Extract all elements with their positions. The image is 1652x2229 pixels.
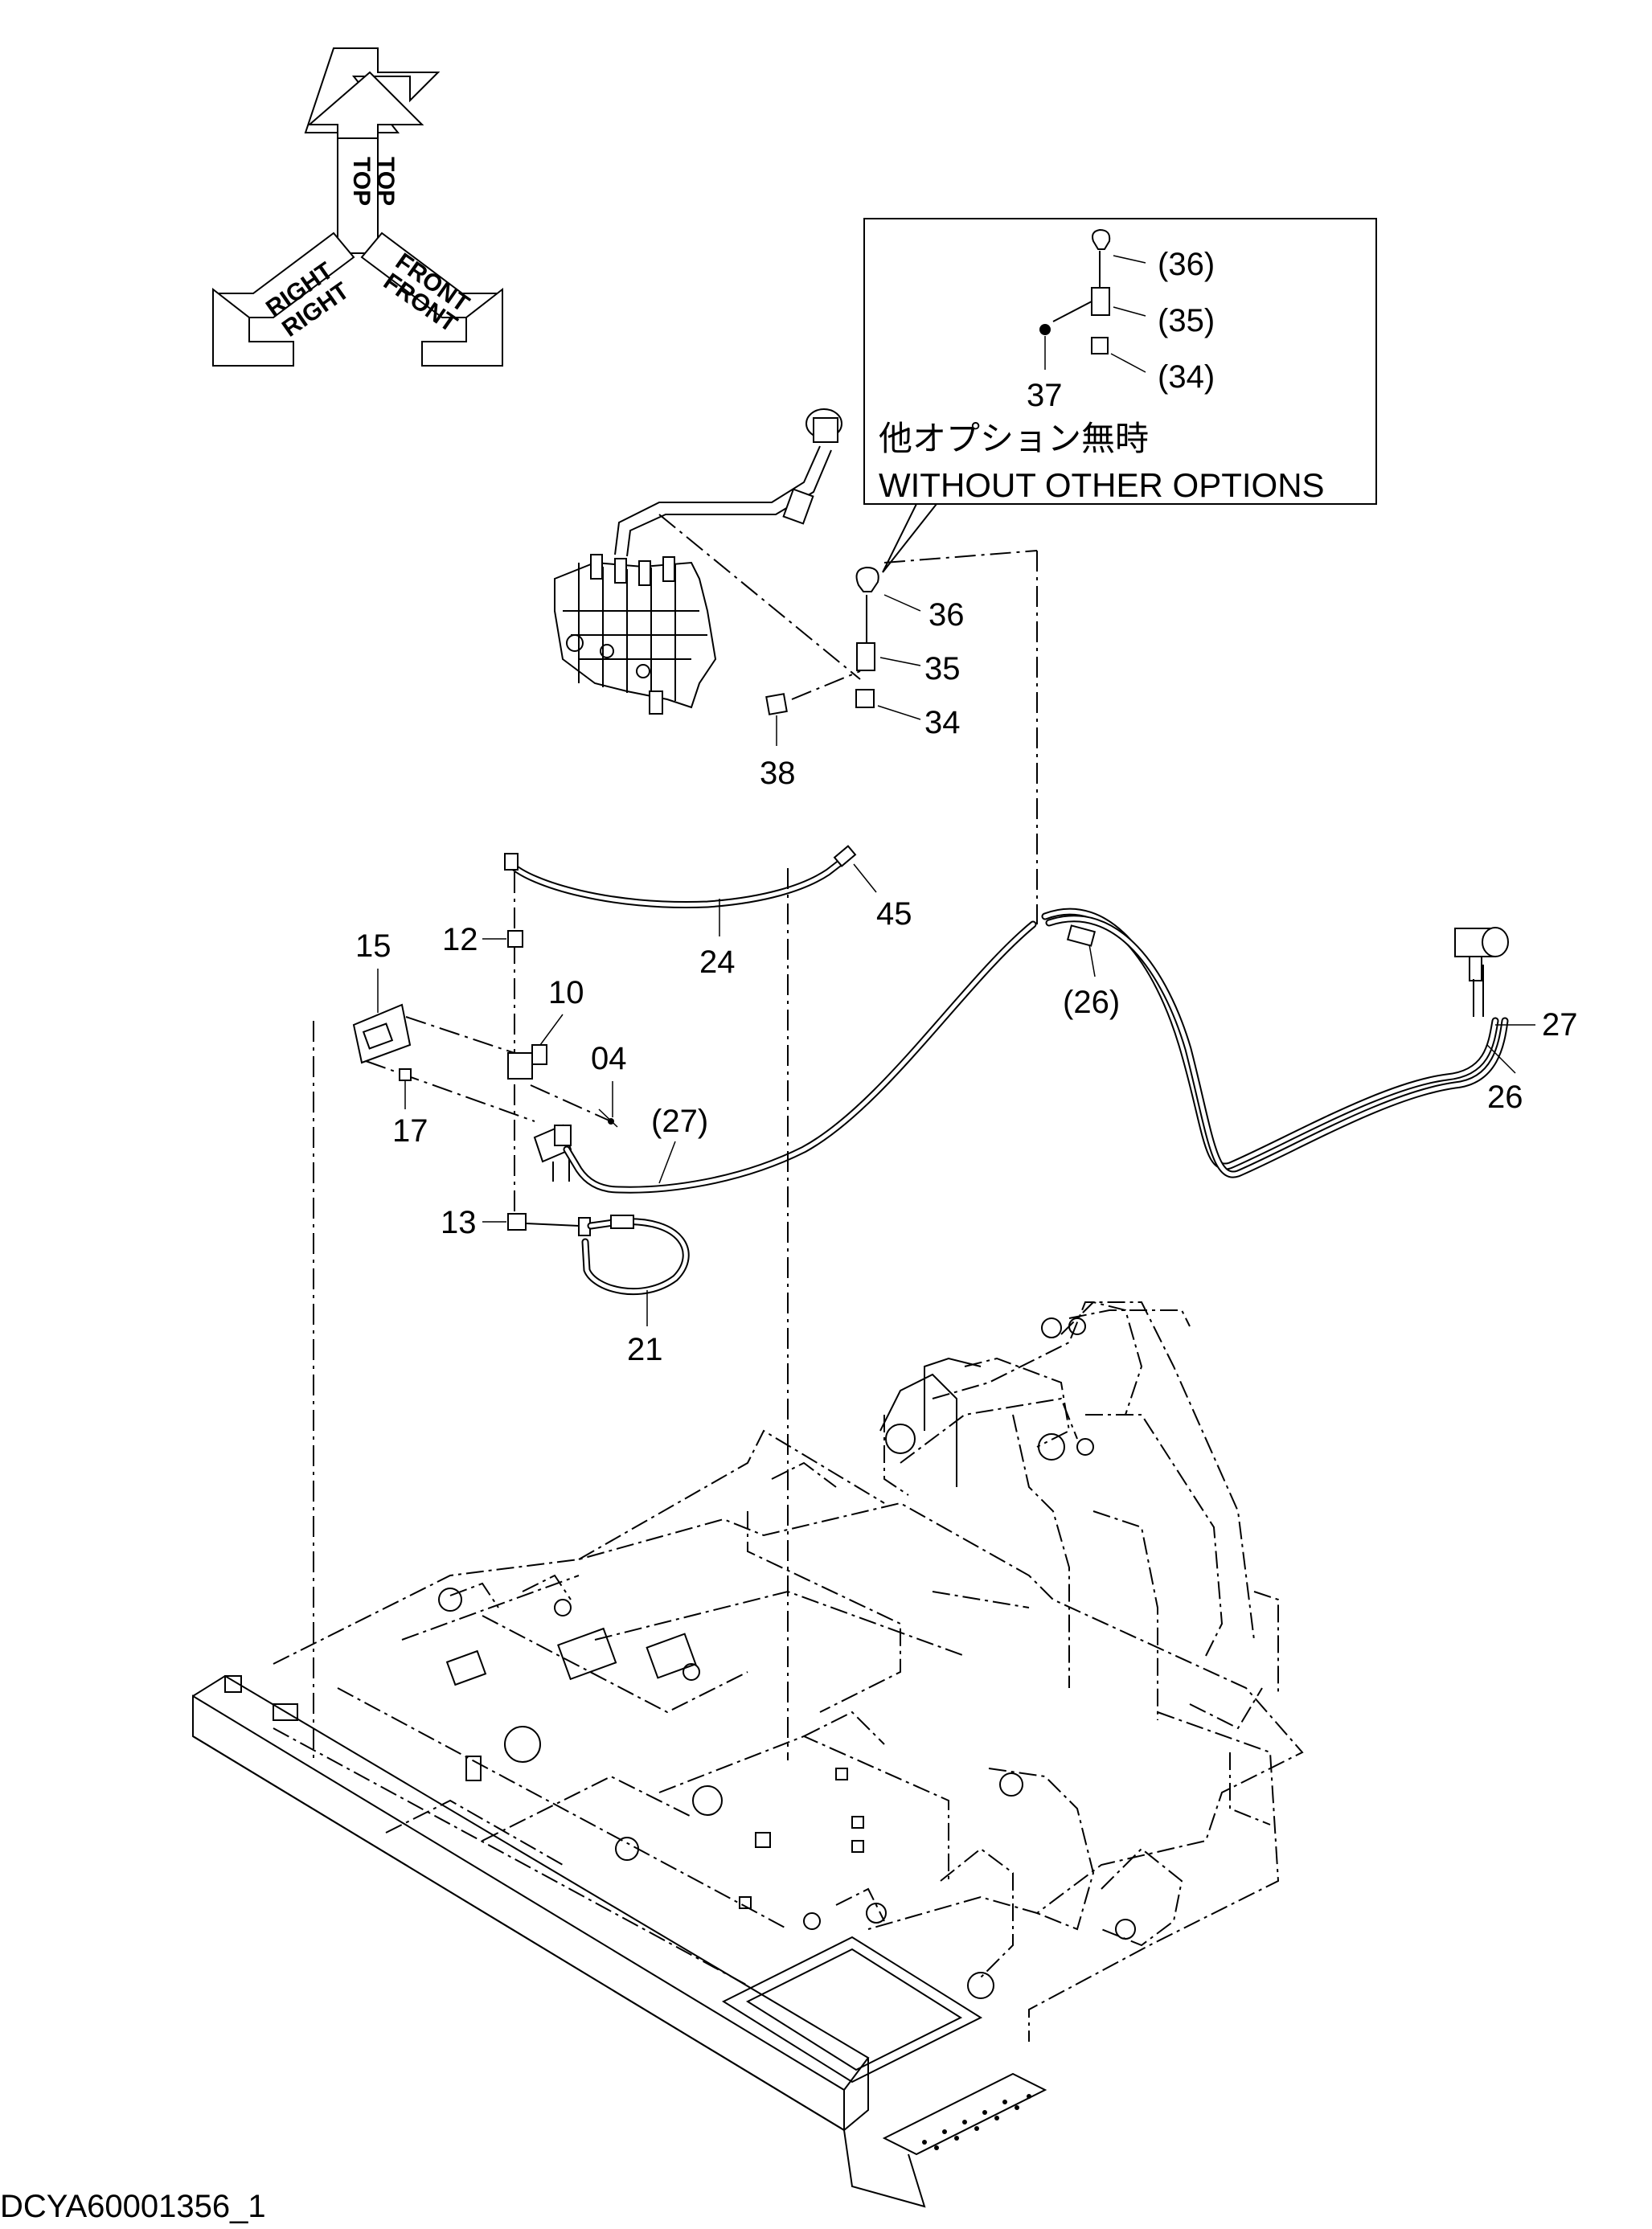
inset-callout-36: (36): [1158, 247, 1215, 282]
callout-13: 13: [441, 1205, 477, 1240]
callout-34: 34: [924, 705, 961, 740]
inset-note-english: WITHOUT OTHER OPTIONS: [879, 466, 1325, 504]
inset-adapter-34: [1091, 337, 1109, 354]
orientation-indicator: TOP TOP RIGHT RIGHT FRONT FRONT: [212, 47, 503, 367]
callout-26-ref: (26): [1063, 985, 1120, 1020]
callout-27-ref: (27): [651, 1104, 708, 1139]
orientation-top-label-1: TOP: [348, 157, 375, 206]
callout-12: 12: [442, 922, 478, 957]
callout-21: 21: [627, 1332, 663, 1367]
inset-elbow-36: [1092, 228, 1111, 250]
machine-frame: [192, 1301, 1304, 2208]
tee-35: [856, 642, 875, 671]
solenoid-valve-10: [507, 1014, 618, 1128]
hose-26-fittings: [1066, 924, 1535, 1074]
callout-26: 26: [1487, 1080, 1523, 1115]
orientation-top-label-2: TOP: [372, 157, 399, 206]
callout-45: 45: [876, 896, 912, 932]
callout-04: 04: [591, 1041, 627, 1076]
adapter-34: [855, 689, 875, 708]
inset-callout-34: (34): [1158, 359, 1215, 395]
callout-10: 10: [548, 975, 584, 1010]
control-valve-assembly: [554, 408, 842, 715]
document-id: DCYA60001356_1: [0, 2189, 266, 2224]
inset-tee-35: [1091, 287, 1110, 316]
inset-without-other-options: (36) (35) (34) 37 他オプション無時 WITHOUT OTHER…: [863, 218, 1377, 573]
valve-fittings-34-35-36: [855, 566, 921, 720]
part-04: [608, 1118, 614, 1125]
callout-24: 24: [699, 944, 736, 980]
callout-17: 17: [392, 1113, 428, 1149]
fitting-13-hose-21: [482, 1213, 690, 1326]
callout-labels: 36 35 34 38 45 24 12 15 10 04 17 (27) 13…: [355, 597, 1578, 1367]
callout-38: 38: [760, 756, 796, 791]
callout-27: 27: [1542, 1007, 1578, 1043]
callout-35: 35: [924, 651, 961, 686]
part-38-plug: [765, 693, 788, 746]
inset-callout-35: (35): [1158, 303, 1215, 338]
callout-15: 15: [355, 928, 391, 964]
fitting-12: [482, 930, 523, 948]
callout-36: 36: [928, 597, 965, 633]
valve-block: [533, 1124, 572, 1182]
inset-frame: [863, 218, 1377, 505]
inset-note-japanese: 他オプション無時: [879, 419, 1149, 458]
hose-27: [563, 908, 1509, 1194]
inset-pointer: [882, 503, 937, 573]
elbow-36: [855, 566, 879, 592]
hose-24: [504, 845, 877, 936]
inset-plug-37: [1039, 324, 1051, 335]
bracket-15: [352, 969, 535, 1122]
inset-callout-37: 37: [1027, 378, 1063, 413]
